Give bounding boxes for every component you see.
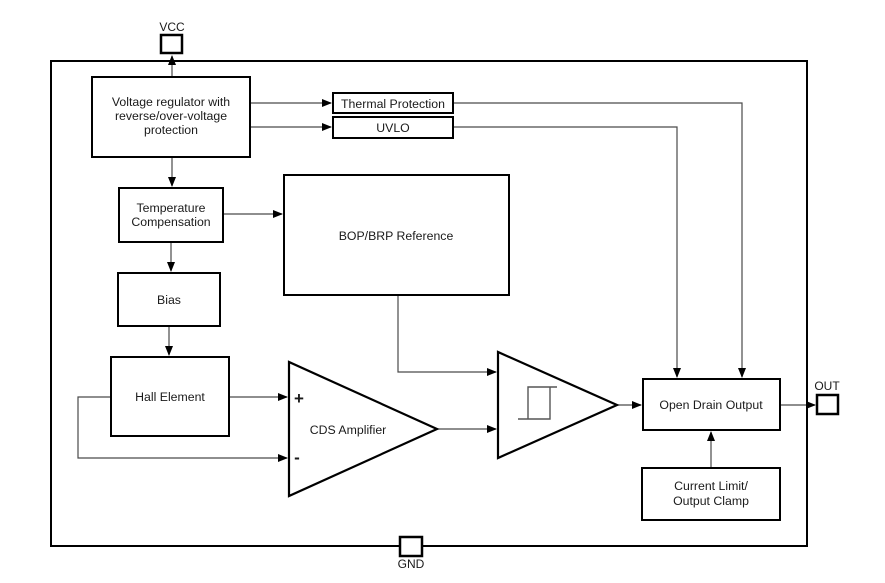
- cds-amplifier-block: + - CDS Amplifier: [287, 360, 440, 498]
- current-limit-block: Current Limit/ Output Clamp: [641, 467, 781, 521]
- cds-plus-input-sign: +: [294, 389, 304, 408]
- gnd-pin-square: [398, 535, 424, 558]
- cds-amplifier-label: CDS Amplifier: [310, 423, 387, 437]
- bop-brp-reference-block: BOP/BRP Reference: [283, 174, 510, 296]
- voltage-regulator-box: [91, 76, 251, 158]
- temperature-compensation-block: Temperature Compensation: [118, 187, 224, 243]
- voltage-regulator-label-line1: Voltage regulator with: [112, 95, 230, 109]
- open-drain-output-box: [642, 378, 781, 431]
- uvlo-label: UVLO: [376, 121, 410, 135]
- thermal-protection-label: Thermal Protection: [341, 97, 445, 111]
- open-drain-output-label: Open Drain Output: [659, 398, 763, 412]
- temperature-compensation-box: [118, 187, 224, 243]
- open-drain-output-block: Open Drain Output: [642, 378, 781, 431]
- hall-element-label: Hall Element: [135, 390, 205, 404]
- wire-bop-brp-to-schmitt: [397, 295, 497, 376]
- voltage-regulator-label-line2: reverse/over-voltage: [115, 109, 227, 123]
- hall-element-box: [110, 356, 230, 437]
- bop-brp-reference-label: BOP/BRP Reference: [339, 229, 454, 243]
- bop-brp-reference-box: [283, 174, 510, 296]
- schmitt-trigger-triangle: [496, 350, 620, 460]
- cds-minus-input-sign: -: [294, 448, 300, 467]
- voltage-regulator-block: Voltage regulator with reverse/over-volt…: [91, 76, 251, 158]
- uvlo-block: UVLO: [332, 116, 454, 139]
- out-pin-label: OUT: [814, 379, 840, 393]
- out-pin-square: [815, 393, 840, 416]
- vcc-pin-square: [159, 33, 184, 55]
- current-limit-label-line1: Current Limit/: [674, 479, 748, 493]
- chip-boundary: [50, 60, 808, 547]
- current-limit-box: [641, 467, 781, 521]
- uvlo-box: [332, 116, 454, 139]
- bias-box: [117, 272, 221, 327]
- hysteresis-icon: [518, 386, 557, 420]
- thermal-protection-block: Thermal Protection: [332, 92, 454, 114]
- wire-uvlo-to-open-drain: [453, 126, 681, 378]
- bias-label: Bias: [157, 293, 181, 307]
- bias-block: Bias: [117, 272, 221, 327]
- current-limit-label-line2: Output Clamp: [673, 494, 749, 508]
- wire-hall-element-to-cds-minus: [77, 396, 288, 462]
- voltage-regulator-label-line3: protection: [144, 123, 198, 137]
- vcc-pin-label: VCC: [159, 20, 185, 34]
- temperature-compensation-label-line1: Temperature: [136, 201, 205, 215]
- wire-thermal-protection-to-open-drain: [453, 102, 746, 378]
- thermal-protection-box: [332, 92, 454, 114]
- cds-amplifier-triangle: [287, 360, 440, 498]
- temperature-compensation-label-line2: Compensation: [131, 215, 210, 229]
- hall-element-block: Hall Element: [110, 356, 230, 437]
- gnd-pin-label: GND: [398, 557, 425, 571]
- schmitt-trigger-block: [496, 350, 620, 460]
